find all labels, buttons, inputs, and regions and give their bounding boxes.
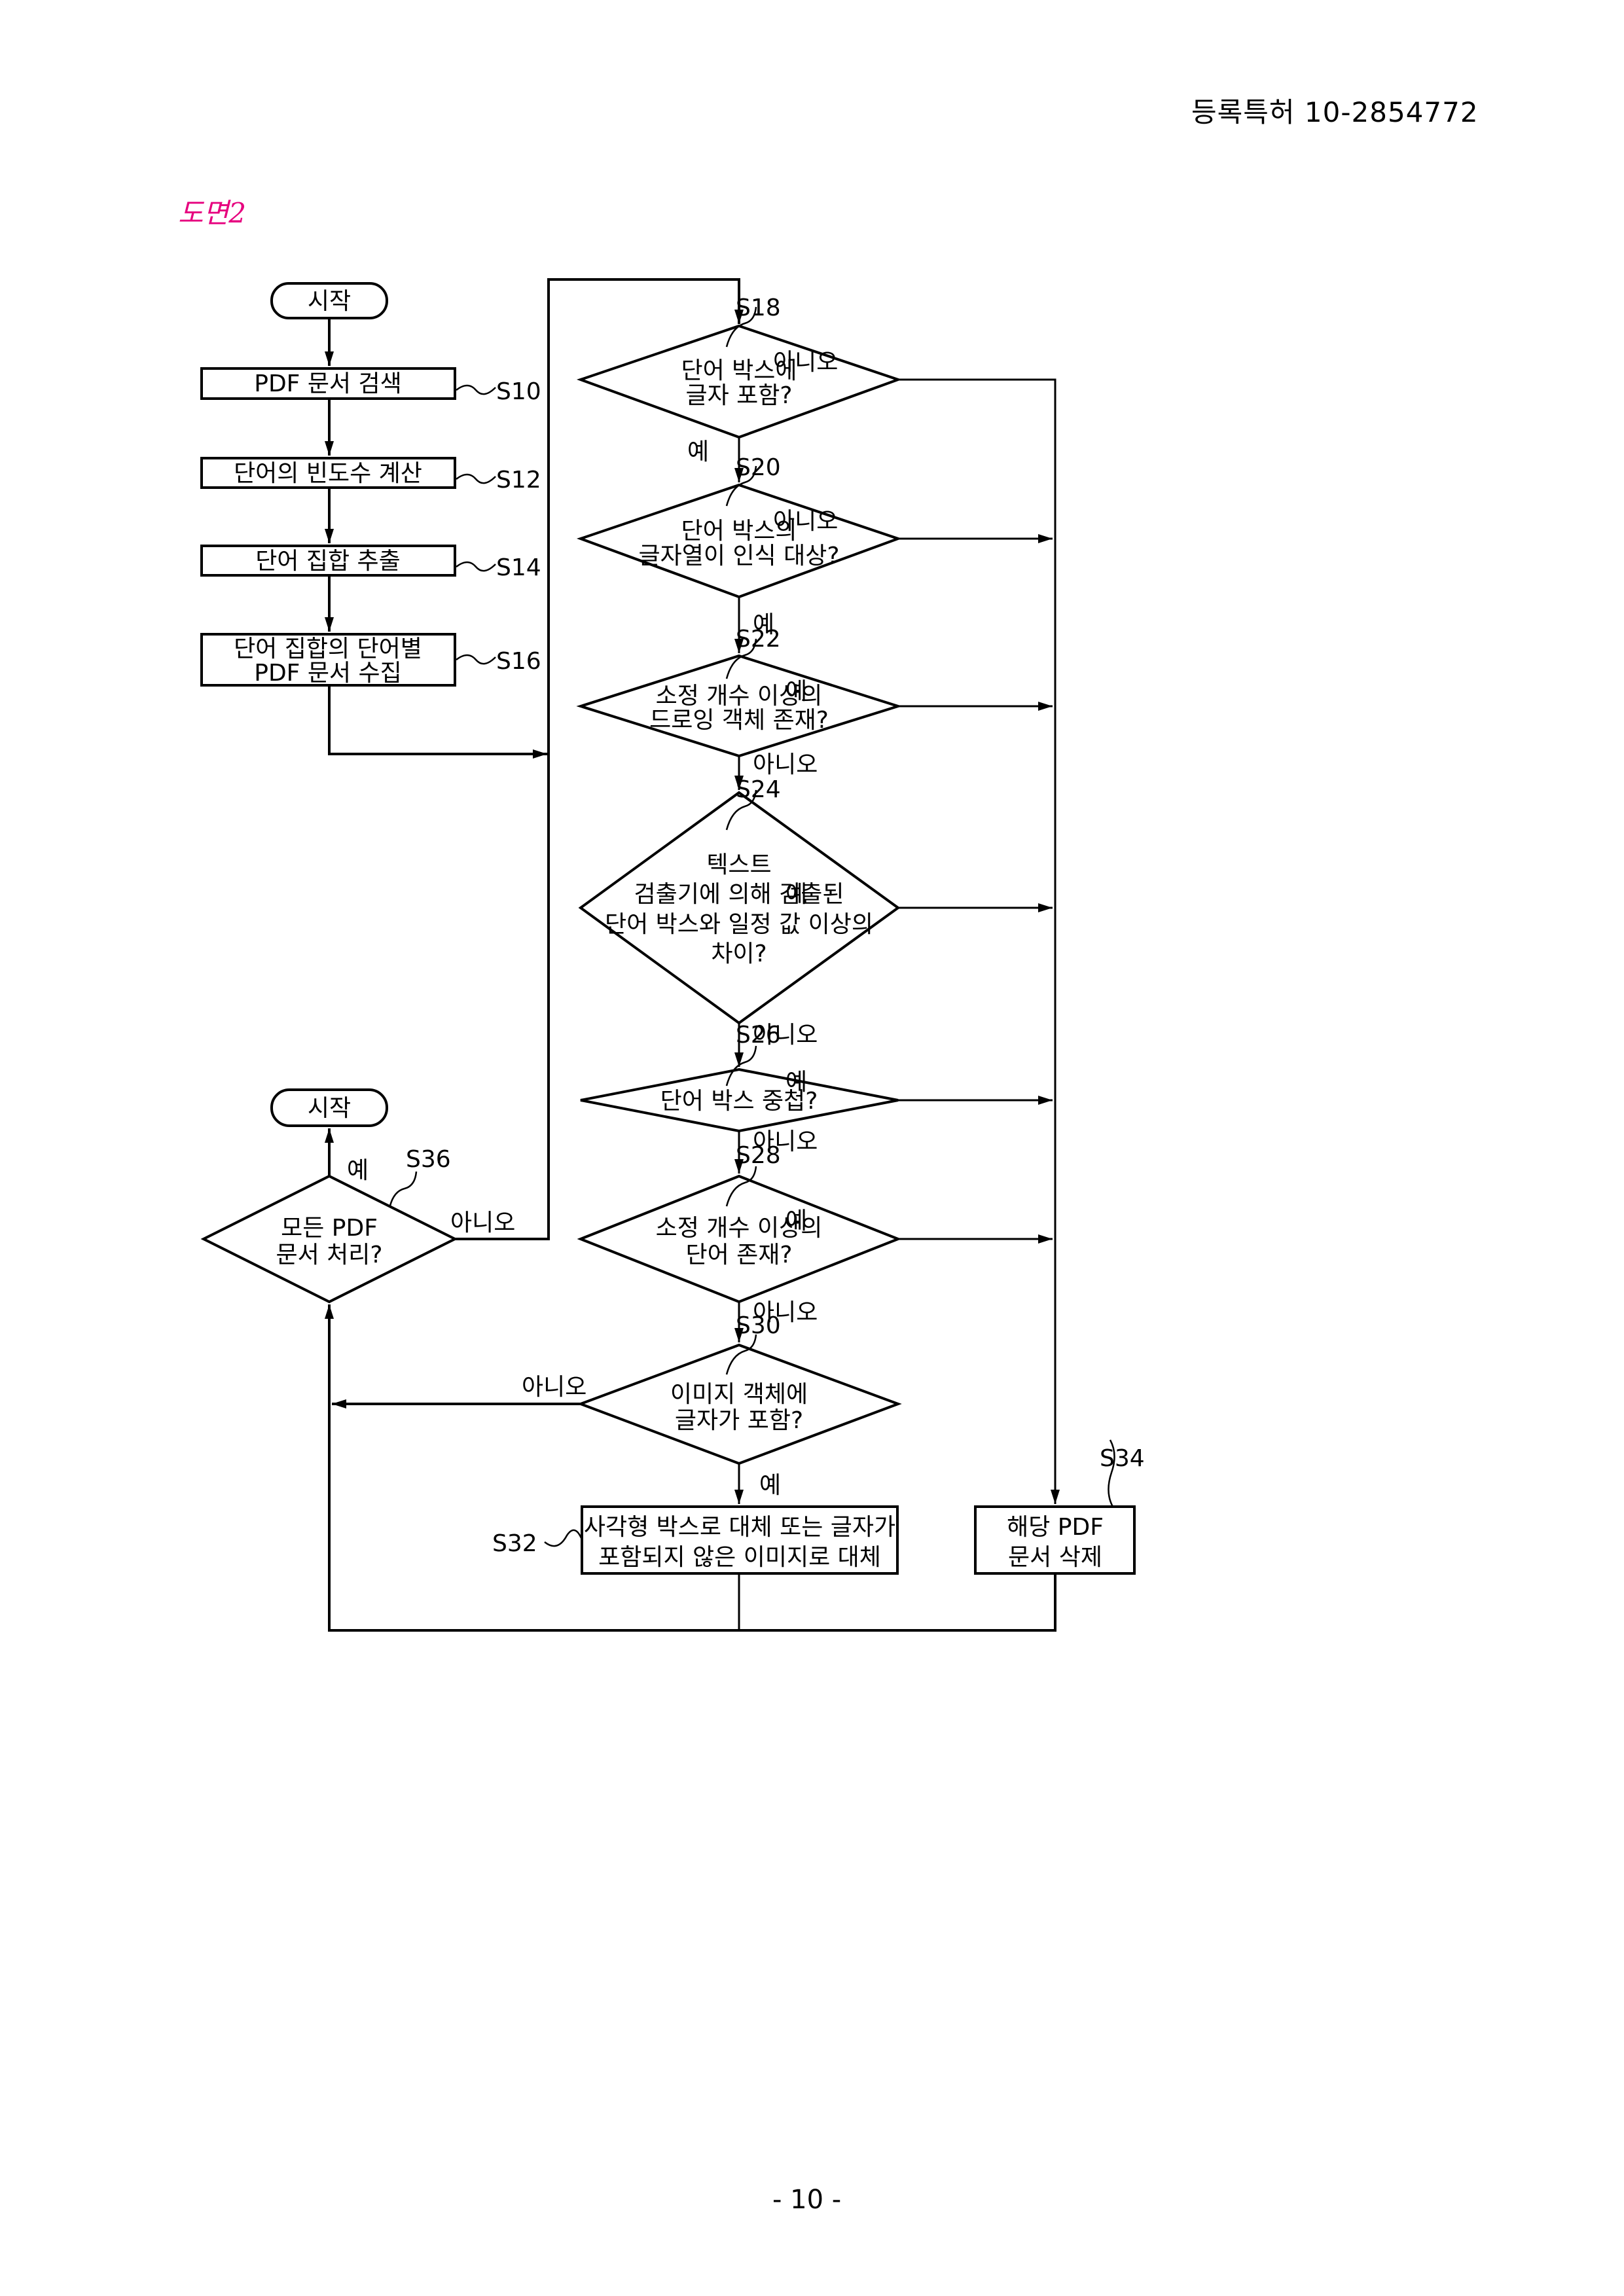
step-s10-leader — [456, 384, 496, 395]
step-s34-ref: S34 — [1100, 1445, 1145, 1472]
decision-s24-ref: S24 — [736, 776, 781, 803]
step-s16-ref: S16 — [496, 648, 541, 675]
decision-s28-leader — [725, 1166, 757, 1207]
decision-s26-line1: 단어 박스 중첩? — [660, 1088, 818, 1115]
decision-s24 — [578, 791, 901, 1025]
page-number: - 10 - — [772, 2185, 842, 2215]
loop-line-s36-no-to-s18 — [455, 278, 744, 1240]
decision-s24-line1: 텍스트 — [706, 852, 771, 878]
decision-s36-line1: 모든 PDF — [281, 1215, 378, 1242]
decision-s18-line1: 단어 박스에 — [681, 357, 797, 384]
start-terminal-bottom-label: 시작 — [308, 1095, 351, 1122]
decision-s36-line2: 문서 처리? — [276, 1242, 382, 1268]
step-s14-leader — [456, 561, 496, 572]
decision-s20-leader — [725, 465, 757, 507]
decision-s24-leader — [725, 789, 757, 831]
decision-s28-line1: 소정 개수 이상의 — [656, 1215, 823, 1242]
decision-s36 — [200, 1174, 458, 1304]
decision-s24-line2: 검출기에 의해 검출된 — [634, 881, 844, 908]
decision-s28-no-label: 아니오 — [753, 1299, 818, 1326]
decision-s22-yes-label: 예 — [785, 678, 807, 705]
step-s32-ref: S32 — [492, 1530, 537, 1557]
step-s32-box — [581, 1505, 899, 1575]
decision-s30-no-label: 아니오 — [522, 1374, 586, 1401]
step-s34-text-line2: 문서 삭제 — [1008, 1544, 1102, 1571]
decision-s28-line2: 단어 존재? — [685, 1242, 792, 1268]
arrow-s18-no-to-s34 — [898, 378, 1060, 1504]
step-s34-box — [974, 1505, 1136, 1575]
decision-s22-line1: 소정 개수 이상의 — [656, 683, 823, 709]
decision-s28-yes-label: 예 — [785, 1208, 807, 1234]
decision-s26-no-label: 아니오 — [753, 1128, 818, 1155]
decision-s20-yes-label: 예 — [753, 611, 774, 638]
decision-s36-leader — [389, 1171, 418, 1206]
step-s32-leader — [544, 1529, 583, 1547]
decision-s24-line4: 차이? — [711, 941, 767, 967]
decision-s22-no-label: 아니오 — [753, 751, 818, 778]
drawing-title: 도면2 — [178, 197, 247, 229]
decision-s30-line1: 이미지 객체에 — [670, 1381, 808, 1408]
line-bottom-return — [325, 1304, 1056, 1632]
decision-s30-line2: 글자가 포함? — [675, 1407, 803, 1434]
decision-s26-yes-label: 예 — [785, 1069, 807, 1096]
decision-s30-leader — [725, 1334, 757, 1375]
decision-s22-leader — [725, 638, 757, 679]
start-terminal-top-label: 시작 — [308, 288, 351, 315]
step-s14-ref: S14 — [496, 554, 541, 581]
decision-s20-line1: 단어 박스의 — [681, 518, 797, 545]
decision-s18-ref: S18 — [736, 295, 781, 321]
decision-s20-ref: S20 — [736, 454, 781, 481]
decision-s30-yes-label: 예 — [759, 1472, 781, 1499]
decision-s26-leader — [725, 1045, 757, 1086]
decision-s20-no-label: 아니오 — [773, 508, 838, 535]
decision-s36-yes-label: 예 — [347, 1157, 369, 1184]
decision-s36-no-label: 아니오 — [450, 1210, 515, 1236]
step-s12-text: 단어의 빈도수 계산 — [234, 460, 422, 487]
arrow-s16-to-main-line — [328, 685, 547, 759]
decision-s26-ref: S26 — [736, 1022, 781, 1049]
step-s16-text-line2: PDF 문서 수집 — [254, 660, 402, 687]
decision-s24-yes-label: 예 — [785, 881, 807, 908]
decision-s24-no-label: 아니오 — [753, 1022, 818, 1049]
step-s32-text-line2: 포함되지 않은 이미지로 대체 — [598, 1544, 881, 1571]
step-s16-text-line1: 단어 집합의 단어별 — [234, 636, 422, 662]
step-s12-ref: S12 — [496, 467, 541, 493]
decision-s18-no-label: 아니오 — [773, 349, 838, 376]
step-s10-text: PDF 문서 검색 — [254, 370, 402, 397]
step-s10-ref: S10 — [496, 378, 541, 405]
decision-s18-leader — [725, 306, 757, 348]
step-s34-leader — [1108, 1439, 1115, 1507]
start-terminal-bottom — [270, 1088, 388, 1127]
decision-s36-ref: S36 — [406, 1146, 451, 1173]
step-s10-box — [200, 367, 456, 400]
step-s34-text-line1: 해당 PDF — [1007, 1514, 1104, 1541]
decision-s20-line2: 글자열이 인식 대상? — [639, 543, 840, 569]
step-s14-text: 단어 집합 추출 — [255, 548, 401, 575]
step-s16-leader — [456, 654, 496, 665]
patent-number: 등록특허 10-2854772 — [1191, 96, 1479, 128]
decision-s18-yes-label: 예 — [687, 439, 709, 465]
step-s12-leader — [456, 473, 496, 484]
decision-s24-line3: 단어 박스와 일정 값 이상의 — [605, 911, 873, 938]
step-s32-text-line1: 사각형 박스로 대체 또는 글자가 — [584, 1514, 895, 1541]
decision-s22-line2: 드로잉 객체 존재? — [649, 707, 829, 734]
decision-s18-line2: 글자 포함? — [685, 382, 792, 409]
